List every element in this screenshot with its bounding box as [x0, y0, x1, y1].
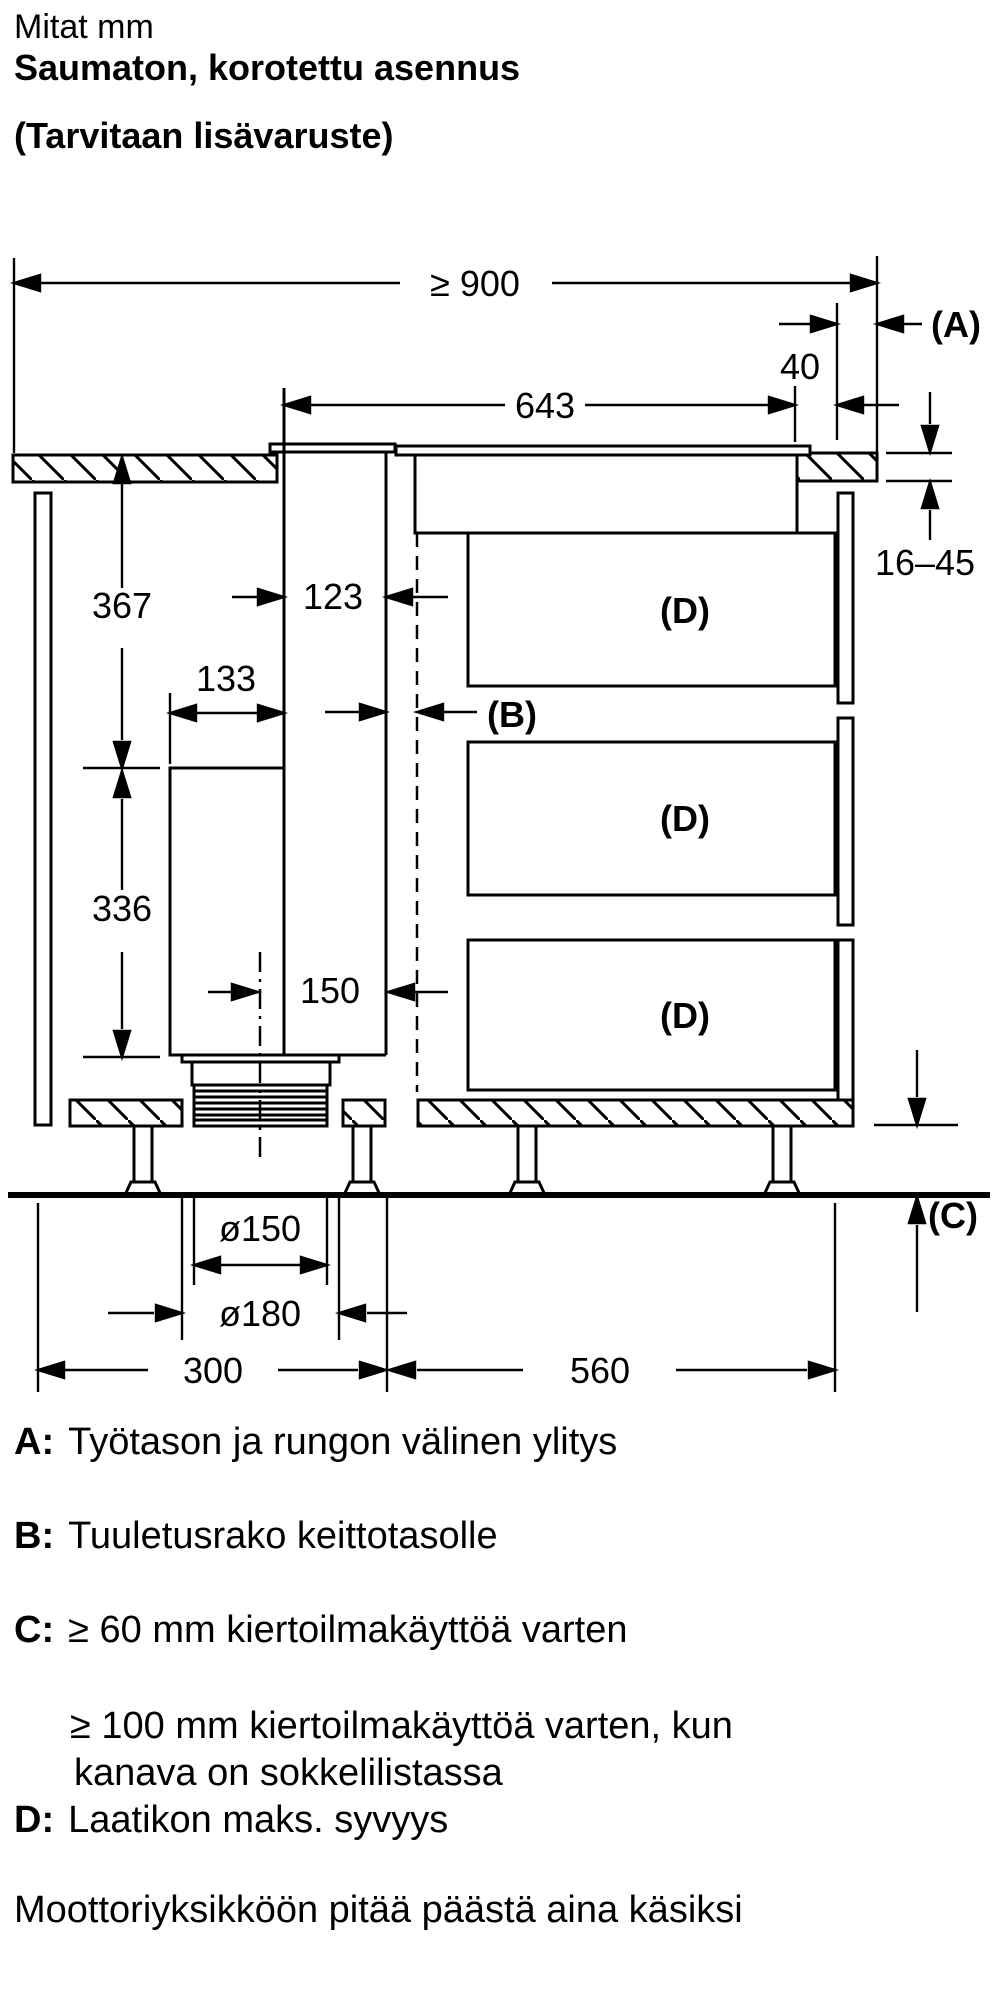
dim-text-40: 40: [780, 346, 820, 387]
dim-o150: [189, 1255, 332, 1275]
dim-text-300: 300: [183, 1350, 243, 1391]
dim-643-40: [279, 395, 899, 415]
dim-text-o180: ø180: [219, 1293, 301, 1334]
dim-150: [208, 982, 448, 1002]
dim-336: [83, 766, 160, 1062]
worktop-left: [11, 453, 279, 484]
legend-text-B: Tuuletusrako keittotasolle: [68, 1515, 498, 1557]
dim-C: [874, 1050, 958, 1312]
dim-text-643: 643: [515, 385, 575, 426]
legend-text-C: ≥ 60 mm kiertoilmakäyttöä varten: [68, 1609, 628, 1651]
dim-text-900: ≥ 900: [430, 263, 520, 304]
downdraft-cover: [268, 442, 397, 454]
right-panel-bottom: [836, 938, 855, 1102]
dim-367: [83, 452, 160, 773]
dim-text-B: (B): [487, 694, 537, 735]
legend-label-C: C:: [14, 1609, 55, 1651]
plinth-left: [68, 1098, 184, 1128]
drawer-label-2: (D): [660, 798, 710, 839]
dimension-lines: [9, 256, 958, 1392]
dim-text-o150: ø150: [219, 1208, 301, 1249]
plinth-small: [341, 1098, 387, 1128]
dim-B: [325, 702, 477, 722]
legend-item-D: D: Laatikon maks. syvyys: [14, 1798, 448, 1842]
dim-900: [9, 273, 882, 293]
cooktop-body: [413, 453, 799, 535]
extension-lines: [12, 256, 879, 1392]
motor-unit: [168, 766, 386, 1057]
legend-text-C-note-1: ≥ 100 mm kiertoilmakäyttöä varten, kun: [70, 1705, 733, 1747]
page-title: Mitat mm: [14, 8, 154, 46]
legend-item-C: C: ≥ 60 mm kiertoilmakäyttöä varten: [14, 1608, 628, 1652]
cooktop-glass: [394, 444, 812, 457]
legend-text-C-note-2: kanava on sokkelilistassa: [74, 1752, 503, 1794]
legend-text-motor-note: Moottoriyksikköön pitää päästä aina käsi…: [14, 1889, 743, 1931]
left-wall-panel: [33, 491, 53, 1127]
drawing-subtitle: Saumaton, korotettu asennus: [14, 47, 521, 88]
dim-text-336: 336: [92, 888, 152, 929]
legend-item-C-note-1: ≥ 100 mm kiertoilmakäyttöä varten, kun: [70, 1704, 733, 1748]
drawer-box-2: [466, 740, 837, 897]
dim-16-45: [886, 392, 952, 540]
drawer-label-1: (D): [660, 590, 710, 631]
dim-o180: [108, 1303, 407, 1323]
plinth-right: [416, 1098, 855, 1128]
legend-item-motor-note: Moottoriyksikköön pitää päästä aina käsi…: [14, 1888, 743, 1932]
dim-text-16-45: 16–45: [875, 542, 975, 583]
dim-A: [779, 314, 922, 334]
dim-133: [165, 703, 289, 723]
legend-item-B: B: Tuuletusrako keittotasolle: [14, 1514, 498, 1558]
legend-text-A: Työtason ja rungon välinen ylitys: [68, 1421, 618, 1463]
drawer-label-3: (D): [660, 995, 710, 1036]
legend-label-B: B:: [14, 1515, 55, 1557]
legend-item-A: A: Työtason ja rungon välinen ylitys: [14, 1420, 617, 1464]
dim-text-560: 560: [570, 1350, 630, 1391]
dim-text-150: 150: [300, 970, 360, 1011]
cabinet-feet: [122, 1124, 803, 1197]
right-panel-top: [836, 491, 855, 705]
legend-label-A: A:: [14, 1421, 55, 1463]
drawer-box-3: [466, 938, 837, 1092]
dim-text-C: (C): [928, 1195, 978, 1236]
legend-item-C-note-2: kanava on sokkelilistassa: [74, 1751, 503, 1795]
dim-text-123: 123: [303, 576, 363, 617]
dim-300-560: [33, 1360, 840, 1380]
dim-text-367: 367: [92, 585, 152, 626]
dim-text-A: (A): [931, 304, 981, 345]
accessory-note: (Tarvitaan lisävaruste): [14, 115, 394, 156]
worktop-right: [795, 451, 879, 483]
right-panel-mid: [836, 716, 855, 927]
legend-label-D: D:: [14, 1799, 55, 1841]
drawer-box-1: [466, 531, 837, 688]
dim-123: [232, 587, 448, 607]
dim-text-133: 133: [196, 658, 256, 699]
title-block: Mitat mm Saumaton, korotettu asennus (Ta…: [14, 8, 520, 156]
cabinet-structure: [8, 388, 990, 1198]
legend-text-D: Laatikon maks. syvyys: [68, 1799, 449, 1841]
